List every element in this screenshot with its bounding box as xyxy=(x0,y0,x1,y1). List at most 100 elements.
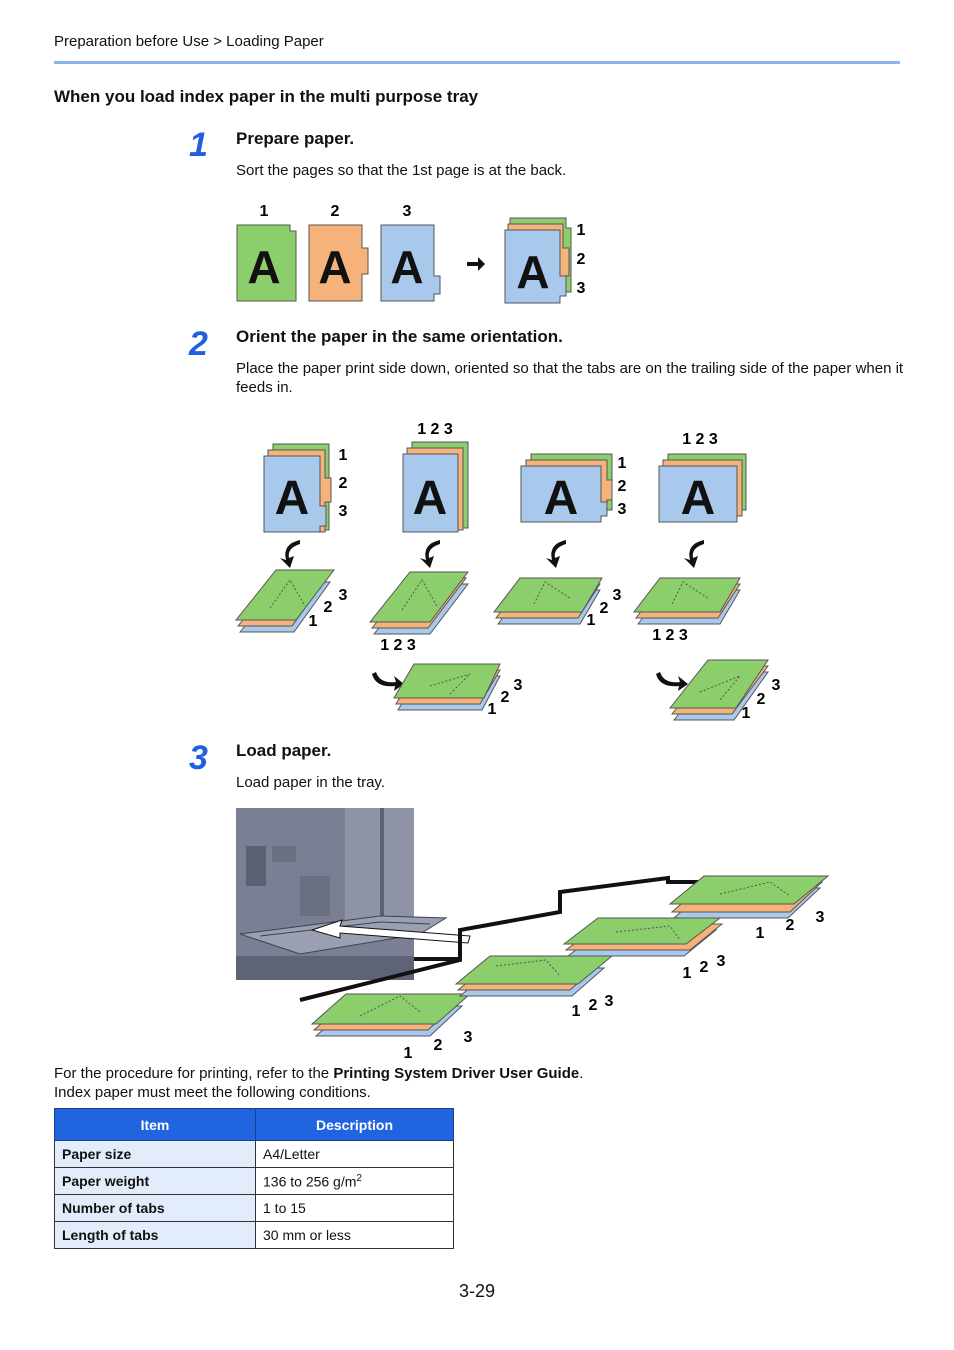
sheet-1-green: A xyxy=(236,224,297,302)
step-2-title: Orient the paper in the same orientation… xyxy=(236,327,563,346)
step-1-number: 1 xyxy=(189,126,208,164)
flipped-stack-col3 xyxy=(492,577,603,625)
svg-text:2: 2 xyxy=(339,475,348,492)
svg-text:A: A xyxy=(681,472,716,525)
svg-text:A: A xyxy=(275,472,310,525)
svg-text:3: 3 xyxy=(717,953,726,970)
conditions-table: Item Description Paper size A4/Letter Pa… xyxy=(54,1108,454,1249)
section-title: When you load index paper in the multi p… xyxy=(54,87,479,106)
svg-text:A: A xyxy=(318,241,351,293)
step-1-text: Sort the pages so that the 1st page is a… xyxy=(236,162,567,179)
svg-text:1: 1 xyxy=(309,613,318,630)
svg-text:A: A xyxy=(544,472,579,525)
printer-illustration xyxy=(236,808,448,980)
stack-col2: A xyxy=(402,441,469,533)
svg-text:2: 2 xyxy=(700,959,709,976)
svg-text:A: A xyxy=(516,246,549,298)
svg-text:2: 2 xyxy=(324,599,333,616)
svg-text:1: 1 xyxy=(742,705,751,722)
svg-text:3: 3 xyxy=(339,587,348,604)
guide-reference: Printing System Driver User Guide xyxy=(333,1065,580,1082)
feed-arrow-icon xyxy=(310,919,471,944)
curve-arrow-icon xyxy=(420,540,440,568)
rotate-arrow-icon xyxy=(372,672,404,691)
rotated-stack-right xyxy=(668,659,769,721)
svg-text:3: 3 xyxy=(339,503,348,520)
svg-text:1: 1 xyxy=(404,1045,413,1062)
stack-col4: A xyxy=(658,453,747,525)
prepare-paper-figure: 1 2 3 A A A A 1 2 3 xyxy=(236,203,586,304)
svg-text:2: 2 xyxy=(600,600,609,617)
table-row: Paper size A4/Letter xyxy=(54,1140,454,1168)
load-paper-figure: 3 2 1 3 2 1 3 2 1 3 2 1 xyxy=(236,808,830,1062)
table-row: Paper weight 136 to 256 g/m2 xyxy=(54,1167,454,1195)
orient-paper-figure: A 1 2 3 1 2 3 A A 1 2 3 1 2 3 A 3 2 1 xyxy=(234,421,781,722)
loaded-stack-3 xyxy=(562,917,724,957)
step-1-title: Prepare paper. xyxy=(236,129,355,148)
svg-text:1 2 3: 1 2 3 xyxy=(682,431,718,448)
flipped-stack-col1 xyxy=(234,569,336,633)
arrow-right-icon xyxy=(467,257,485,271)
svg-text:1 2 3: 1 2 3 xyxy=(417,421,453,438)
curve-arrow-icon xyxy=(684,540,704,568)
svg-text:3: 3 xyxy=(618,501,627,518)
svg-text:3: 3 xyxy=(772,677,781,694)
svg-text:2: 2 xyxy=(577,251,586,268)
svg-text:1: 1 xyxy=(488,701,497,718)
svg-text:A: A xyxy=(390,241,423,293)
step-2-text: Place the paper print side down, oriente… xyxy=(236,360,904,396)
svg-text:1: 1 xyxy=(577,222,586,239)
svg-text:3: 3 xyxy=(816,909,825,926)
svg-text:2: 2 xyxy=(757,691,766,708)
flipped-stack-col2 xyxy=(368,571,470,635)
stack-col3: A xyxy=(520,453,613,525)
svg-text:1: 1 xyxy=(572,1003,581,1020)
step-3-title: Load paper. xyxy=(236,741,332,760)
table-row: Number of tabs 1 to 15 xyxy=(54,1194,454,1222)
curve-arrow-icon xyxy=(546,540,566,568)
step-3-number: 3 xyxy=(189,739,208,777)
label-1: 1 xyxy=(260,203,269,220)
svg-text:1: 1 xyxy=(756,925,765,942)
svg-text:3: 3 xyxy=(464,1029,473,1046)
svg-text:1: 1 xyxy=(587,612,596,629)
stack-col1: A xyxy=(263,443,332,533)
column-header-description: Description xyxy=(255,1108,454,1141)
sheet-2-orange: A xyxy=(308,224,369,302)
svg-text:2: 2 xyxy=(501,689,510,706)
label-2: 2 xyxy=(331,203,340,220)
svg-text:1 2 3: 1 2 3 xyxy=(652,627,688,644)
loaded-stack-1 xyxy=(310,993,472,1037)
svg-text:A: A xyxy=(247,241,280,293)
svg-text:1: 1 xyxy=(339,447,348,464)
svg-text:1 2 3: 1 2 3 xyxy=(380,637,416,654)
svg-text:3: 3 xyxy=(577,280,586,297)
guide-line xyxy=(299,875,710,1002)
svg-text:2: 2 xyxy=(434,1037,443,1054)
stacked-sheets: A xyxy=(504,217,572,304)
loaded-stack-2 xyxy=(454,955,614,997)
svg-text:2: 2 xyxy=(589,997,598,1014)
svg-text:3: 3 xyxy=(514,677,523,694)
sheet-3-blue: A xyxy=(380,224,441,302)
svg-text:2: 2 xyxy=(618,478,627,495)
svg-text:1: 1 xyxy=(683,965,692,982)
table-row: Length of tabs 30 mm or less xyxy=(54,1221,454,1249)
header-rule xyxy=(54,61,900,64)
loaded-stack-4 xyxy=(668,875,830,919)
svg-text:3: 3 xyxy=(613,587,622,604)
breadcrumb: Preparation before Use > Loading Paper xyxy=(54,33,324,50)
conditions-note: Index paper must meet the following cond… xyxy=(54,1084,371,1101)
svg-text:3: 3 xyxy=(605,993,614,1010)
svg-text:1: 1 xyxy=(618,455,627,472)
column-header-item: Item xyxy=(54,1108,256,1141)
svg-text:A: A xyxy=(413,472,448,525)
flipped-stack-col4 xyxy=(632,577,741,625)
label-3: 3 xyxy=(403,203,412,220)
rotated-stack-left xyxy=(393,663,501,711)
curve-arrow-icon xyxy=(280,540,300,568)
svg-text:2: 2 xyxy=(786,917,795,934)
printing-note: For the procedure for printing, refer to… xyxy=(54,1065,584,1082)
step-2-number: 2 xyxy=(189,325,208,363)
step-3-text: Load paper in the tray. xyxy=(236,774,385,791)
